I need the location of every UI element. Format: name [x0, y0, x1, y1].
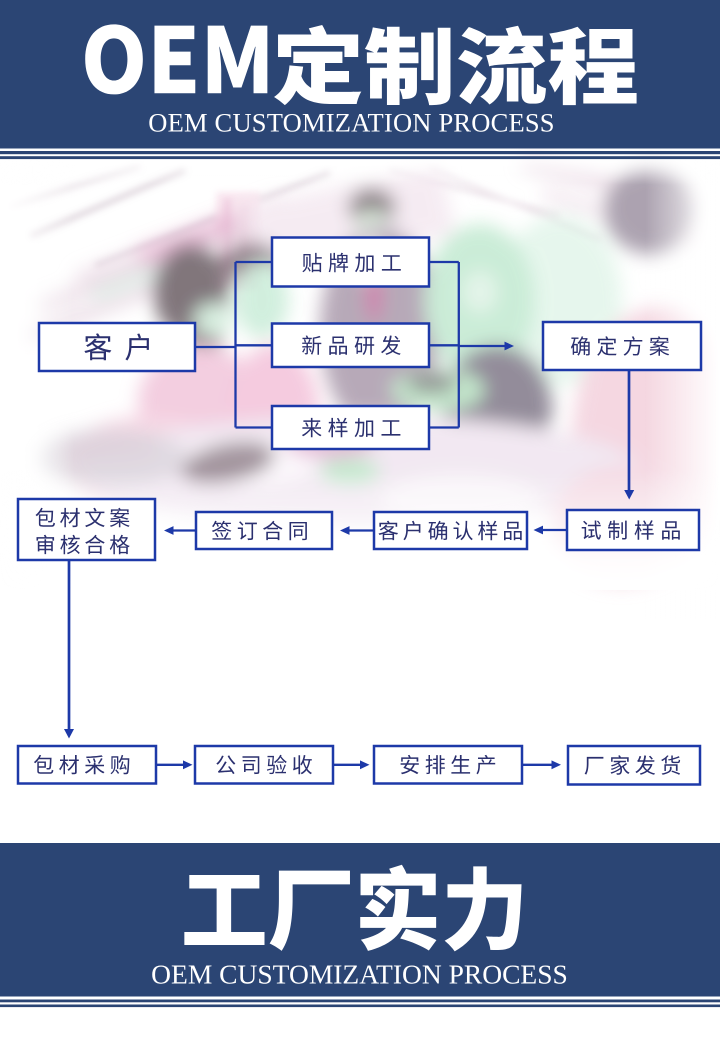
svg-text:OEM CUSTOMIZATION PROCESS: OEM CUSTOMIZATION PROCESS: [151, 959, 568, 990]
svg-text:OEM CUSTOMIZATION PROCESS: OEM CUSTOMIZATION PROCESS: [148, 108, 555, 138]
